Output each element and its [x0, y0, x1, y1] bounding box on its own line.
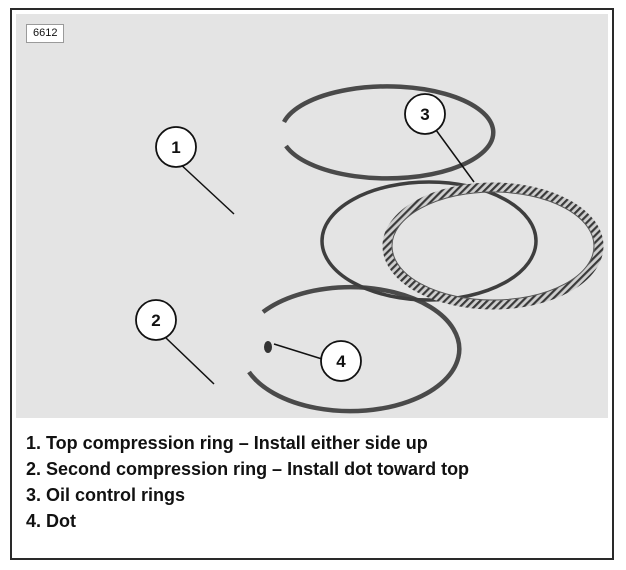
legend-item-1: 1. Top compression ring – Install either…	[26, 433, 428, 453]
leader-line-2	[165, 337, 215, 385]
second-compression-ring	[247, 284, 462, 414]
legend-list: 1. Top compression ring – Install either…	[26, 430, 469, 534]
svg-text:1: 1	[171, 138, 180, 157]
oil-ring-expander	[382, 182, 604, 310]
svg-text:4: 4	[336, 352, 346, 371]
leader-line-3	[435, 129, 475, 183]
figure-id-label: 6612	[26, 24, 65, 43]
ring-dot-mark	[264, 341, 272, 353]
callout-1: 1	[155, 126, 197, 168]
oil-ring-expander-inner-edge	[391, 191, 595, 301]
svg-text:3: 3	[420, 105, 429, 124]
legend-item-3: 3. Oil control rings	[26, 485, 186, 505]
leader-line-4	[273, 343, 323, 360]
oil-ring-rail	[320, 180, 538, 302]
callout-4: 4	[320, 340, 362, 382]
svg-text:2: 2	[151, 311, 160, 330]
piston-rings-diagram: 1 2 3 4	[135, 84, 604, 414]
callout-2: 2	[135, 299, 177, 341]
figure-frame: 1 2 3 4 6612 1. Top compression ring – I…	[10, 8, 614, 560]
legend-item-2: 2. Second compression ring – Install dot…	[26, 459, 470, 479]
legend-item-4: 4. Dot	[26, 511, 77, 531]
figure-illustration: 1 2 3 4 6612	[16, 14, 608, 418]
top-compression-ring	[282, 84, 496, 181]
callout-3: 3	[404, 93, 446, 135]
leader-line-1	[177, 161, 235, 215]
